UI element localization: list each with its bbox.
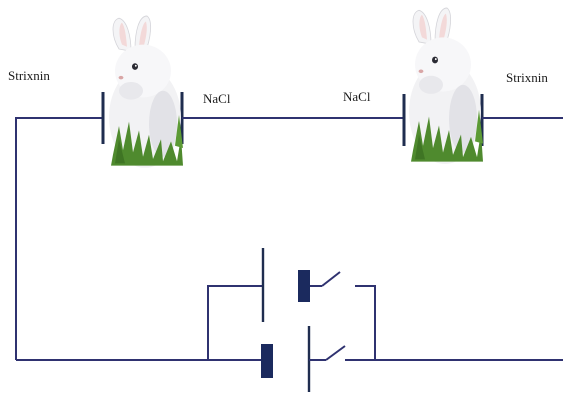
rabbit-icon [108, 15, 184, 169]
wire-upper-loop [207, 285, 262, 360]
label-nacl-rabbit2: NaCl [343, 89, 371, 104]
relay-icon [298, 270, 341, 302]
relay-switch-arm-lower [325, 345, 346, 361]
wire-left-top [15, 117, 103, 360]
wire-right-loop [355, 285, 376, 360]
relay-coil-lower [261, 344, 273, 378]
label-strixnin-right: Strixnin [506, 70, 548, 85]
relay-coil-upper [298, 270, 310, 302]
rabbit-icon [408, 7, 484, 165]
relay-switch-arm-upper [321, 271, 341, 287]
relay-icon [261, 344, 346, 378]
label-nacl-rabbit1: NaCl [203, 91, 231, 106]
label-strixnin-left: Strixnin [8, 68, 50, 83]
